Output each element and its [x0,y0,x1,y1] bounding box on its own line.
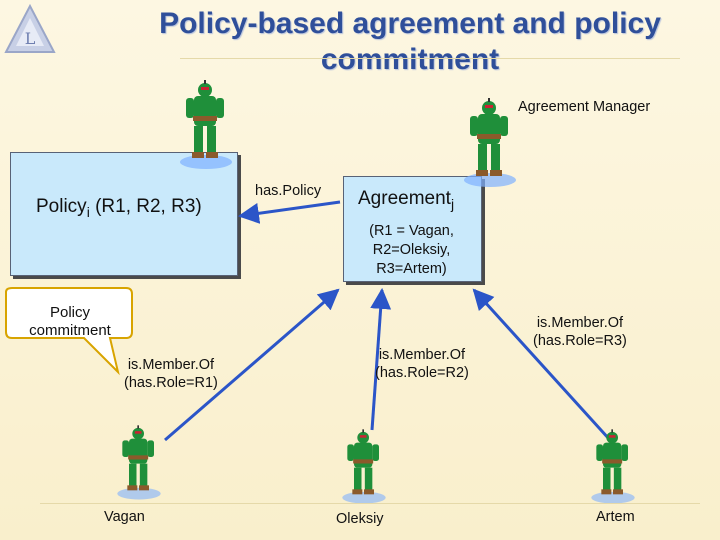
agent-vagan-icon [114,422,164,502]
member-r2-relation: is.Member.Of [375,346,469,364]
member-r3-label: is.Member.Of (has.Role=R3) [533,314,627,350]
agent-artem-label: Artem [596,508,635,526]
member-r3-role: (has.Role=R3) [533,332,627,350]
agent-oleksiy-icon [339,426,389,506]
has-policy-label: has.Policy [255,182,321,200]
member-r3-relation: is.Member.Of [533,314,627,332]
member-r2-label: is.Member.Of (has.Role=R2) [375,346,469,382]
agent-oleksiy-label: Oleksiy [336,510,384,528]
has-policy-arrow [240,202,340,216]
bottom-divider [40,503,700,504]
member-r2-role: (has.Role=R2) [375,364,469,382]
policy-commitment-text: Policy commitment [8,304,132,340]
member-r3-arrow [474,290,610,440]
agent-vagan-label: Vagan [104,508,145,526]
agent-agreement-manager-icon [460,96,520,188]
callout-line-2: commitment [8,322,132,340]
callout-line-1: Policy [8,304,132,322]
agent-artem-icon [588,426,638,506]
agent-policy-icon [176,78,236,170]
member-r1-role: (has.Role=R1) [124,374,218,392]
